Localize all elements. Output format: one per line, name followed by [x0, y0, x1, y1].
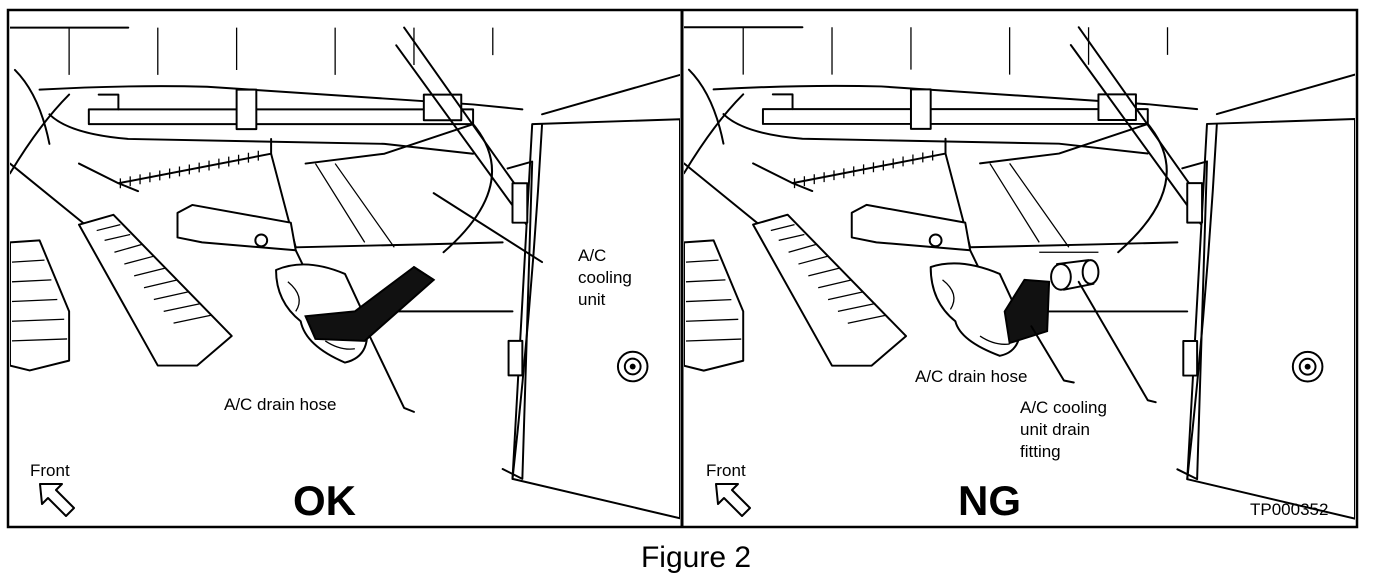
status-ok-label: OK: [293, 477, 356, 524]
drain-fitting-label-line-3: fitting: [1020, 442, 1061, 461]
figure-code: TP000352: [1250, 500, 1328, 519]
cooling-unit-label-line-1: A/C: [578, 246, 606, 265]
front-label: Front: [30, 461, 70, 480]
front-arrow-icon: [39, 483, 75, 517]
drain-hose-label: A/C drain hose: [224, 395, 336, 414]
panel-ok: A/C cooling unit A/C drain hose Front OK: [10, 26, 680, 524]
figure-caption: Figure 2: [641, 541, 751, 574]
drain-hose-label: A/C drain hose: [915, 367, 1027, 386]
front-label: Front: [706, 461, 746, 480]
status-ng-label: NG: [958, 477, 1021, 524]
drain-fitting-label-line-2: unit drain: [1020, 420, 1090, 439]
panel-ng: A/C drain hose A/C cooling unit drain fi…: [684, 26, 1355, 524]
drain-fitting-icon: [1050, 259, 1100, 291]
drain-fitting-label-line-1: A/C cooling: [1020, 398, 1107, 417]
front-arrow-icon: [715, 483, 751, 517]
cooling-unit-label-line-2: cooling: [578, 268, 632, 287]
cooling-unit-label-line-3: unit: [578, 290, 606, 309]
drain-hose-detached: [1003, 278, 1051, 345]
